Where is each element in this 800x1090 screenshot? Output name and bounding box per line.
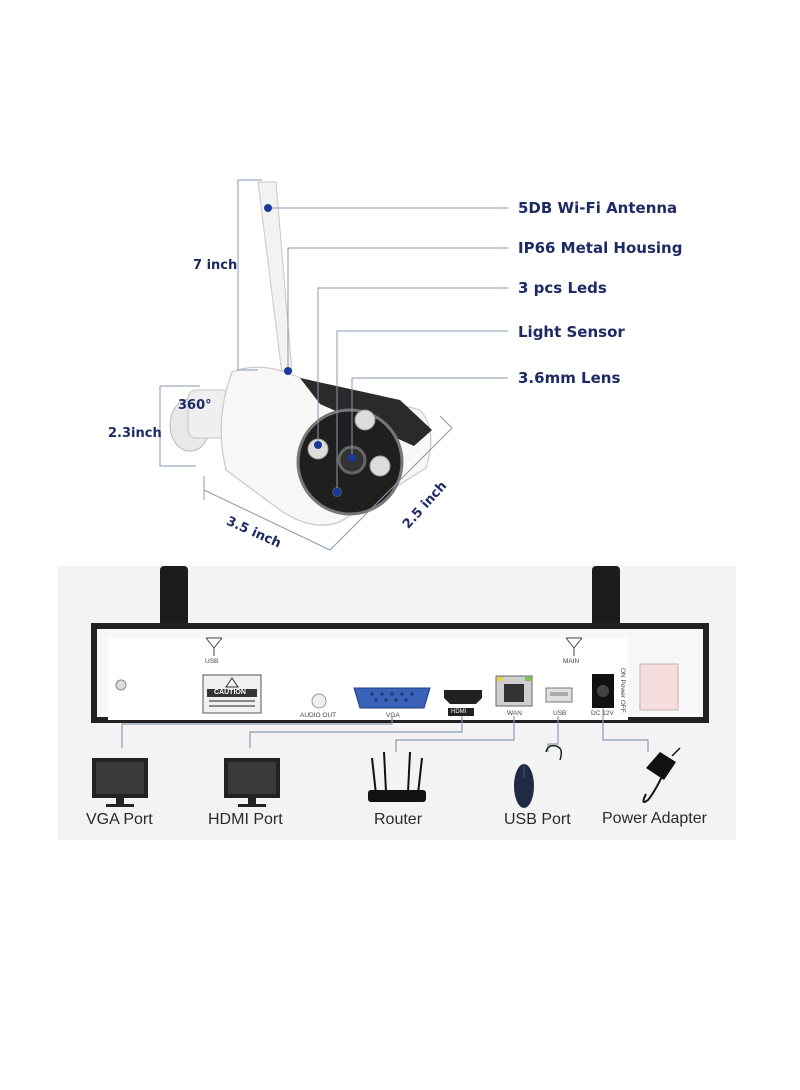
power-switch [639,663,679,711]
port-label-power-switch: ON Power OFF [619,668,626,713]
port-label-audio: AUDIO OUT [300,712,337,719]
hdmi-monitor-icon [224,758,280,807]
mouse-icon [514,744,563,808]
port-label-wan: WAN [507,710,522,717]
port-label-vga: VGA [386,712,400,719]
antenna-icon-main [565,637,583,656]
device-label-router: Router [374,811,423,828]
dimension-rotation: 360° [178,398,212,413]
port-label-hdmi: HDMI [451,709,467,715]
callout-housing: IP66 Metal Housing [518,239,683,257]
caution-text: CAUTION [214,689,246,696]
antenna-label-usb: USB [205,658,219,665]
panel-screw [115,679,127,691]
device-label-usb: USB Port [504,811,571,828]
camera-diagram [159,179,508,551]
antenna-label-main: MAIN [563,658,580,665]
device-label-power-adapter: Power Adapter [602,810,707,827]
device-label-vga: VGA Port [86,811,153,828]
port-label-usb: USB [553,710,567,717]
camera-antenna [257,181,293,375]
callout-leds: 3 pcs Leds [518,279,607,297]
vga-monitor-icon [92,758,148,807]
callout-light-sensor: Light Sensor [518,323,625,341]
router-icon [368,751,426,802]
camera-led-3 [369,455,391,477]
dimension-width: 2.3inch [108,426,162,441]
camera-led-2 [354,409,376,431]
dimension-height: 7 inch [193,258,238,273]
callout-antenna: 5DB Wi-Fi Antenna [518,199,678,217]
hdmi-port [444,690,482,704]
callout-lens: 3.6mm Lens [518,369,621,387]
power-adapter-icon [642,747,681,803]
port-label-dc: DC 12V [591,710,614,717]
audio-out-jack [311,693,327,709]
antenna-icon-usb [205,637,223,656]
vga-port [353,687,431,709]
device-label-hdmi: HDMI Port [208,811,283,828]
